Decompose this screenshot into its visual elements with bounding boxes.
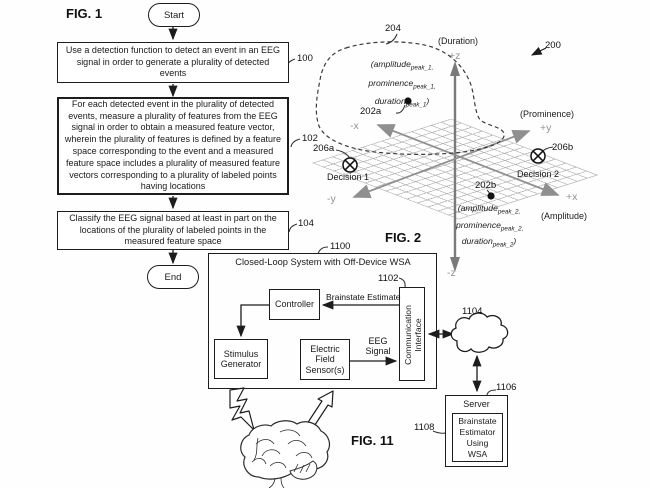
end-label: End: [164, 271, 182, 283]
y-neg-label: -y: [327, 193, 336, 205]
lightning-bolt-icon: [229, 387, 255, 431]
z-pos-label: +z: [449, 50, 461, 62]
y-axis-name: (Prominence): [520, 109, 575, 119]
ref-206a: 206a: [313, 143, 335, 154]
peak1-line2: prominence: [368, 77, 414, 88]
controller-to-stimulus-arrow: [236, 304, 269, 338]
electric-field-sensor-box: Electric Field Sensor(s): [300, 339, 350, 380]
peak1-coordinates-label: (amplitudepeak_1, prominencepeak_1, dura…: [368, 59, 436, 110]
decision2-label: Decision 2: [517, 169, 560, 179]
start-label: Start: [163, 9, 185, 21]
peak2-line1: (amplitude: [457, 203, 498, 213]
decision1-marker: [342, 157, 358, 173]
fig2-title: FIG. 2: [385, 230, 422, 245]
ref-100: 100: [297, 53, 313, 64]
fig2-ref-leaders: [335, 33, 554, 195]
brain-icon: [240, 420, 331, 488]
peak1-line3: duration: [374, 96, 406, 107]
brainstate-estimate-label: Brainstate Estimate: [326, 292, 401, 302]
ref-1104: 1104: [462, 306, 483, 317]
ref-202a: 202a: [360, 106, 382, 117]
step-box-104: Classify the EEG signal based at least i…: [57, 211, 289, 250]
ref-1100: 1100: [330, 241, 351, 252]
x-axis-name: (Amplitude): [541, 211, 588, 221]
ref-202b: 202b: [475, 180, 497, 191]
brainstate-estimator-box: Brainstate Estimator Using WSA: [452, 413, 503, 462]
start-terminator: Start: [148, 3, 200, 27]
x-axis: [376, 124, 560, 196]
z-axis-name: (Duration): [438, 36, 479, 46]
ref-206b: 206b: [552, 142, 574, 153]
ref-102: 102: [302, 133, 318, 144]
brainstate-estimator-label: Brainstate Estimator Using WSA: [458, 415, 497, 459]
decision2-marker: [530, 148, 546, 164]
step-box-102: For each detected event in the plurality…: [57, 97, 289, 195]
step-box-100: Use a detection function to detect an ev…: [57, 42, 289, 83]
controller-label: Controller: [274, 299, 314, 310]
fig11-connectors: [236, 300, 482, 393]
x-neg-label: -x: [350, 120, 359, 132]
y-axis: [352, 129, 531, 199]
eeg-signal-label: EEG Signal: [365, 336, 391, 356]
stimulus-generator-box: Stimulus Generator: [214, 339, 268, 379]
peak2-point: [487, 192, 495, 200]
fig11-title: FIG. 11: [351, 433, 394, 448]
peak2-line3: duration: [461, 236, 493, 247]
peak2-line2: prominence: [456, 219, 501, 230]
z-axis-up-arrowhead: [450, 61, 460, 76]
peak2-coordinates-label: (amplitudepeak_2, prominencepeak_2, dura…: [456, 203, 524, 250]
decision1-label: Decision 1: [327, 172, 370, 182]
system-title: Closed-Loop System with Off-Device WSA: [235, 257, 411, 267]
step-102-text: For each detected event in the plurality…: [64, 98, 282, 192]
communication-interface-box: Communication Interface: [399, 287, 425, 381]
electric-field-sensor-label: Electric Field Sensor(s): [305, 343, 345, 375]
fig1-title: FIG. 1: [66, 6, 103, 21]
ref-200: 200: [545, 40, 561, 51]
controller-box: Controller: [269, 289, 320, 320]
peak1-point: [404, 97, 412, 105]
step-100-text: Use a detection function to detect an ev…: [65, 44, 281, 79]
closed-loop-system-box: [208, 253, 437, 389]
fig2-overall-ref-arrow: [530, 46, 547, 56]
ref-1108: 1108: [414, 422, 435, 433]
ref-204: 204: [385, 23, 401, 34]
cloud-icon: [450, 312, 509, 353]
stimulus-generator-label: Stimulus Generator: [220, 348, 262, 370]
y-pos-label: +y: [540, 122, 552, 134]
server-label: Server: [463, 399, 490, 409]
step-104-text: Classify the EEG signal based at least i…: [69, 212, 277, 247]
z-axis-down-arrowhead: [450, 257, 460, 272]
x-pos-label: +x: [566, 191, 578, 203]
peak1-line1: (amplitude: [370, 59, 411, 69]
ref-104: 104: [298, 218, 314, 229]
end-terminator: End: [147, 265, 199, 289]
communication-interface-label: Communication Interface: [403, 305, 423, 365]
ref-1106: 1106: [496, 382, 517, 393]
z-neg-label: -z: [447, 267, 456, 279]
ref-1102: 1102: [378, 273, 399, 284]
